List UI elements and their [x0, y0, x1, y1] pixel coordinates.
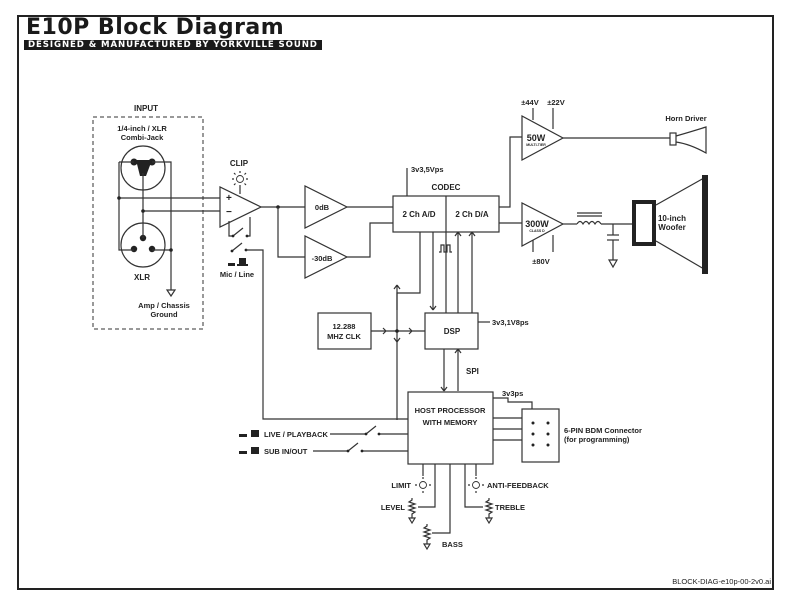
level-label: LEVEL	[381, 503, 406, 512]
capacitor-icon	[607, 234, 619, 241]
bdm-connector[interactable]	[521, 408, 560, 463]
hf-amp-power: 50W	[527, 133, 546, 143]
ground-label-2: Ground	[150, 310, 177, 319]
clock-label: 12.288	[333, 322, 356, 331]
lf-amp-power: 300W	[525, 219, 549, 229]
limit-led-icon	[415, 477, 431, 493]
horn-driver-icon	[669, 126, 707, 155]
codec-ad-label: 2 Ch A/D	[402, 210, 435, 219]
bdm-label: 6-PIN BDM Connector	[564, 426, 642, 435]
lf-amp-class: CLASS D	[529, 229, 545, 233]
preamp: CLIP + − Mic / Line	[219, 159, 410, 420]
level-pot-icon[interactable]	[407, 498, 417, 525]
treble-pot-icon[interactable]	[484, 498, 494, 525]
hf-rail-1: ±44V	[521, 98, 538, 107]
sub-in-out-switch[interactable]	[239, 442, 408, 454]
codec-da-label: 2 Ch D/A	[455, 210, 489, 219]
preamp-triangle	[219, 186, 263, 228]
inductor-icon	[563, 212, 602, 226]
horn-driver-label: Horn Driver	[665, 114, 706, 123]
lf-rail: ±80V	[532, 257, 549, 266]
preamp-plus: +	[226, 193, 232, 204]
hf-amp-triangle	[521, 114, 565, 162]
gain-minus30db-label: -30dB	[312, 254, 333, 263]
gain-0db-triangle	[304, 185, 349, 229]
spi-label: SPI	[466, 367, 479, 376]
codec-label: CODEC	[432, 183, 461, 192]
page-subtitle: DESIGNED & MANUFACTURED BY YORKVILLE SOU…	[24, 40, 322, 50]
lf-amp-triangle	[521, 202, 565, 248]
input-signal-lines	[119, 197, 222, 212]
host-supply: 3v3ps	[502, 389, 523, 398]
clock-label-2: MHZ CLK	[327, 332, 361, 341]
clip-label: CLIP	[230, 159, 249, 168]
lf-amplifier: ±80V 300W CLASS D	[499, 202, 632, 269]
hf-amp-class: MULTI-TIER	[526, 143, 546, 147]
ground-icon-lf	[607, 259, 619, 269]
gain-minus30db-triangle	[304, 235, 349, 279]
sub-in-out-label: SUB IN/OUT	[264, 447, 308, 456]
clip-led-icon	[232, 171, 248, 187]
woofer-icon	[632, 175, 708, 274]
dsp-label: DSP	[444, 327, 461, 336]
input-heading: INPUT	[134, 104, 158, 113]
mic-line-label: Mic / Line	[220, 270, 254, 279]
host-label: HOST PROCESSOR	[415, 406, 486, 415]
treble-label: TREBLE	[495, 503, 525, 512]
file-name-footer: BLOCK-DIAG-e10p-00-2v0.ai	[672, 577, 771, 586]
input-section: INPUT 1/4-inch / XLR Combi-Jack XLR Amp …	[92, 104, 222, 330]
page-title: E10P Block Diagram	[26, 15, 285, 40]
woofer-label-2: Woofer	[658, 223, 685, 232]
gain-stages: 0dB -30dB	[277, 185, 393, 279]
anti-feedback-label: ANTI-FEEDBACK	[487, 481, 549, 490]
preamp-minus: −	[226, 207, 232, 218]
clock-box	[317, 312, 372, 350]
host-label-2: WITH MEMORY	[423, 418, 478, 427]
hf-amplifier: ±44V ±22V 50W MULTI-TIER	[499, 98, 670, 208]
xlr-label: XLR	[134, 273, 150, 282]
mic-line-switch[interactable]	[228, 217, 410, 420]
ground-label: Amp / Chassis	[138, 301, 190, 310]
codec-supply: 3v3,5Vps	[411, 165, 444, 174]
spi-bus	[440, 348, 462, 392]
bdm-label-2: (for programming)	[564, 435, 630, 444]
bass-label: BASS	[442, 540, 463, 549]
host-processor-box	[407, 391, 494, 465]
hf-rail-2: ±22V	[547, 98, 564, 107]
gain-0db-label: 0dB	[315, 203, 330, 212]
ground-icon	[165, 289, 177, 298]
diagram-frame	[17, 15, 774, 590]
dsp-box	[424, 312, 479, 350]
input-wiring	[118, 161, 172, 290]
codec: 3v3,5Vps CODEC 2 Ch A/D 2 Ch D/A	[392, 165, 500, 253]
live-playback-label: LIVE / PLAYBACK	[264, 430, 328, 439]
anti-feedback-led-icon	[468, 477, 484, 493]
dsp-supply: 3v3,1V8ps	[492, 318, 529, 327]
codec-dsp-bus	[393, 231, 476, 420]
live-playback-switch[interactable]	[239, 425, 408, 437]
control-lines	[418, 464, 483, 534]
combi-jack-label: 1/4-inch / XLR	[117, 124, 167, 133]
combi-jack-label-2: Combi-Jack	[121, 133, 164, 142]
woofer-label: 10-inch	[658, 214, 686, 223]
limit-label: LIMIT	[391, 481, 411, 490]
bass-pot-icon[interactable]	[422, 524, 432, 551]
